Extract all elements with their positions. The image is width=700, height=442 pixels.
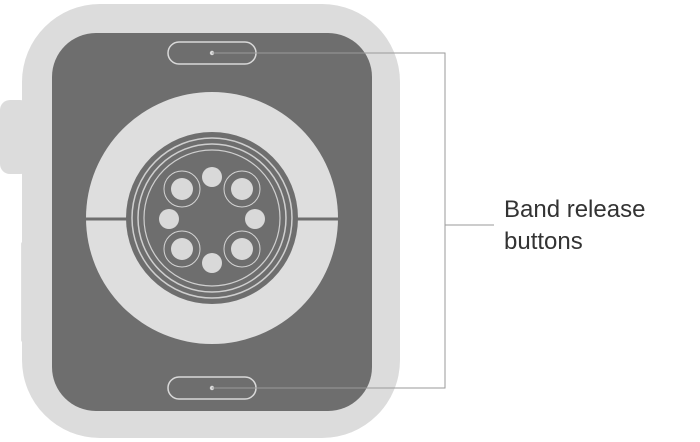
sensor-ring-bottom-right (223, 230, 261, 268)
sensor-dot-left (159, 209, 179, 229)
sensor-ring-top-right (223, 170, 261, 208)
sensor-disc (126, 132, 298, 304)
sensor-disc-ring-3 (143, 149, 281, 287)
sensor-lens-top-left (171, 178, 193, 200)
sensor-disc-ring-2 (137, 143, 287, 293)
sensor-disc-ring-1 (131, 137, 293, 299)
callout-label-line-2: buttons (504, 228, 583, 255)
sensor-lens-bottom-left (171, 238, 193, 260)
callout-leader-line (212, 52, 446, 389)
callout-label-line-1: Band release (504, 196, 646, 223)
sensor-ring-top-left (163, 170, 201, 208)
sensor-lens-top-right (231, 178, 253, 200)
sensor-ring-bottom-left (163, 230, 201, 268)
sensor-lens-bottom-right (231, 238, 253, 260)
sensor-dot-top (202, 167, 222, 187)
sensor-dot-bottom (202, 253, 222, 273)
band-release-buttons-label: Band release buttons (504, 194, 694, 258)
sensor-dot-right (245, 209, 265, 229)
